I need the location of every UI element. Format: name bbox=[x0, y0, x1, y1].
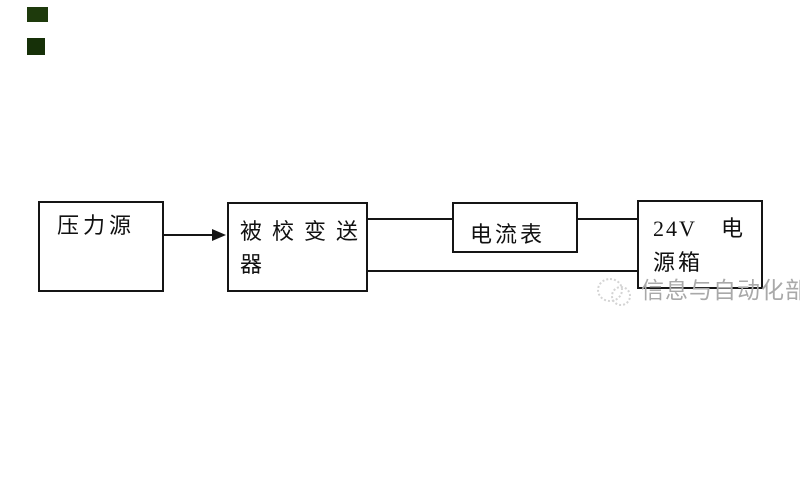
transmitter-label-line2: 器 bbox=[240, 252, 273, 277]
sun-doodle-logo-icon bbox=[596, 275, 638, 309]
watermark: 信息与自动化部 bbox=[596, 275, 800, 309]
ammeter-label: 电流表 bbox=[470, 222, 546, 247]
watermark-text: 信息与自动化部 bbox=[641, 278, 800, 303]
corner-marker-top bbox=[27, 7, 48, 22]
ammeter-box: 电流表 bbox=[452, 202, 578, 253]
arrow-head-icon bbox=[212, 229, 226, 241]
power-box-voltage: 24V bbox=[653, 216, 697, 241]
arrow-line bbox=[163, 234, 213, 236]
wire-transmitter-to-ammeter bbox=[368, 218, 452, 220]
corner-marker-bottom bbox=[27, 38, 45, 55]
power-box-label-line2: 源箱 bbox=[653, 250, 704, 275]
transmitter-label-line1: 被校变送 bbox=[240, 219, 369, 244]
wire-ammeter-to-power bbox=[578, 218, 637, 220]
power-box: 24V 电 源箱 bbox=[637, 200, 763, 289]
wire-transmitter-to-power bbox=[368, 270, 637, 272]
pressure-source-box: 压力源 bbox=[38, 201, 164, 292]
power-box-label-line1: 24V 电 bbox=[653, 217, 743, 241]
logo-circle-small bbox=[611, 286, 631, 306]
transmitter-box: 被校变送 器 bbox=[227, 202, 368, 292]
power-box-label-line1-right: 电 bbox=[720, 216, 743, 241]
pressure-source-label: 压力源 bbox=[57, 213, 136, 238]
